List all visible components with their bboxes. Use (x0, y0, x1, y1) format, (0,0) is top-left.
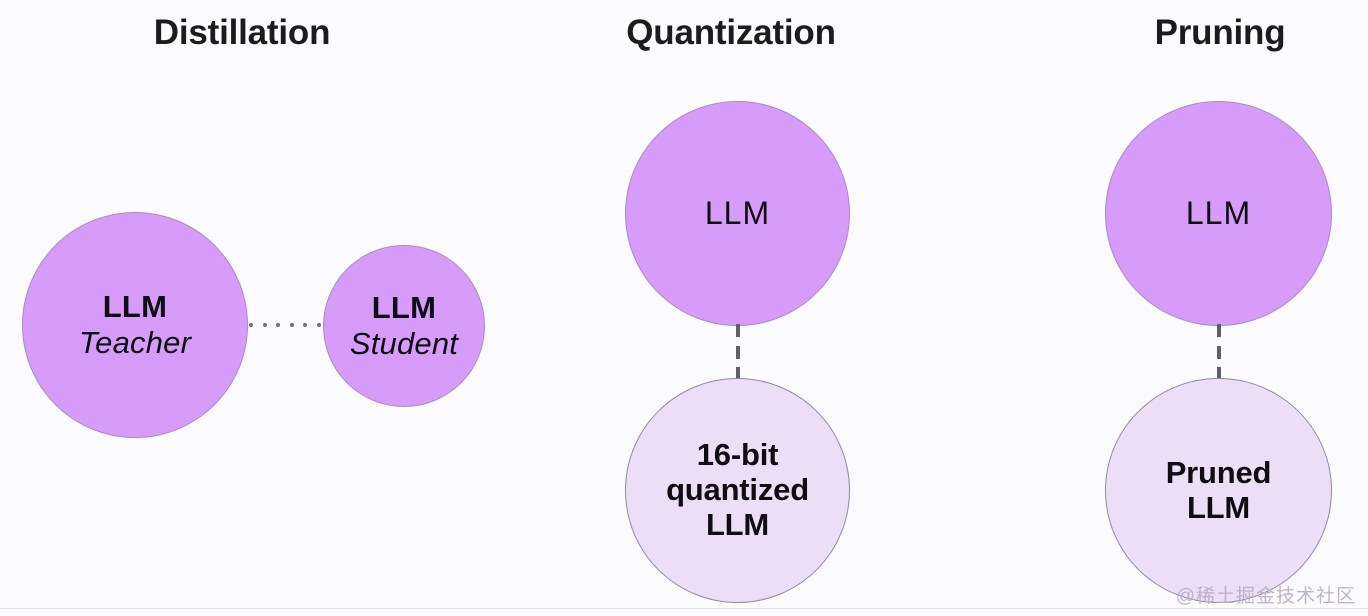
watermark-text: @稀土掘金技术社区 (1175, 586, 1356, 607)
node-quant-line-3: LLM (705, 506, 770, 542)
connector-teacher-student (249, 322, 321, 327)
connector-quantization (736, 324, 740, 380)
node-quant-line-1: 16-bit (696, 437, 779, 473)
connector-pruning (1217, 324, 1221, 380)
bottom-divider (0, 608, 1368, 609)
node-llm-student: LLM Student (323, 245, 485, 407)
connector-dash (736, 324, 740, 337)
node-prune-top-label: LLM (1185, 194, 1252, 231)
panel-title-quantization: Quantization (626, 13, 836, 52)
connector-dot (249, 322, 253, 327)
node-student-title: LLM (371, 289, 437, 325)
connector-dash (1217, 367, 1221, 380)
node-teacher-role: Teacher (78, 324, 192, 360)
node-prune-line-1: Pruned (1165, 454, 1272, 490)
connector-dot (262, 322, 267, 327)
connector-dash (736, 345, 740, 359)
node-teacher-title: LLM (102, 288, 168, 324)
panel-title-distillation: Distillation (153, 13, 331, 52)
node-prune-line-2: LLM (1186, 489, 1251, 525)
connector-dash (1217, 345, 1221, 359)
connector-dash (1217, 324, 1221, 337)
connector-dot (303, 322, 308, 327)
node-quantization-source-llm: LLM (625, 101, 850, 326)
node-llm-teacher: LLM Teacher (22, 212, 248, 438)
node-quantized-llm: 16-bit quantized LLM (625, 378, 850, 603)
node-student-role: Student (349, 325, 459, 361)
connector-dot (276, 322, 281, 327)
node-quant-top-label: LLM (704, 194, 771, 231)
node-pruning-source-llm: LLM (1105, 101, 1332, 326)
node-pruned-llm: Pruned LLM (1105, 378, 1332, 603)
panel-title-pruning: Pruning (1154, 13, 1286, 52)
connector-dash (736, 367, 740, 380)
connector-dot (316, 322, 321, 327)
node-quant-line-2: quantized (666, 472, 809, 508)
connector-dot (289, 322, 294, 327)
